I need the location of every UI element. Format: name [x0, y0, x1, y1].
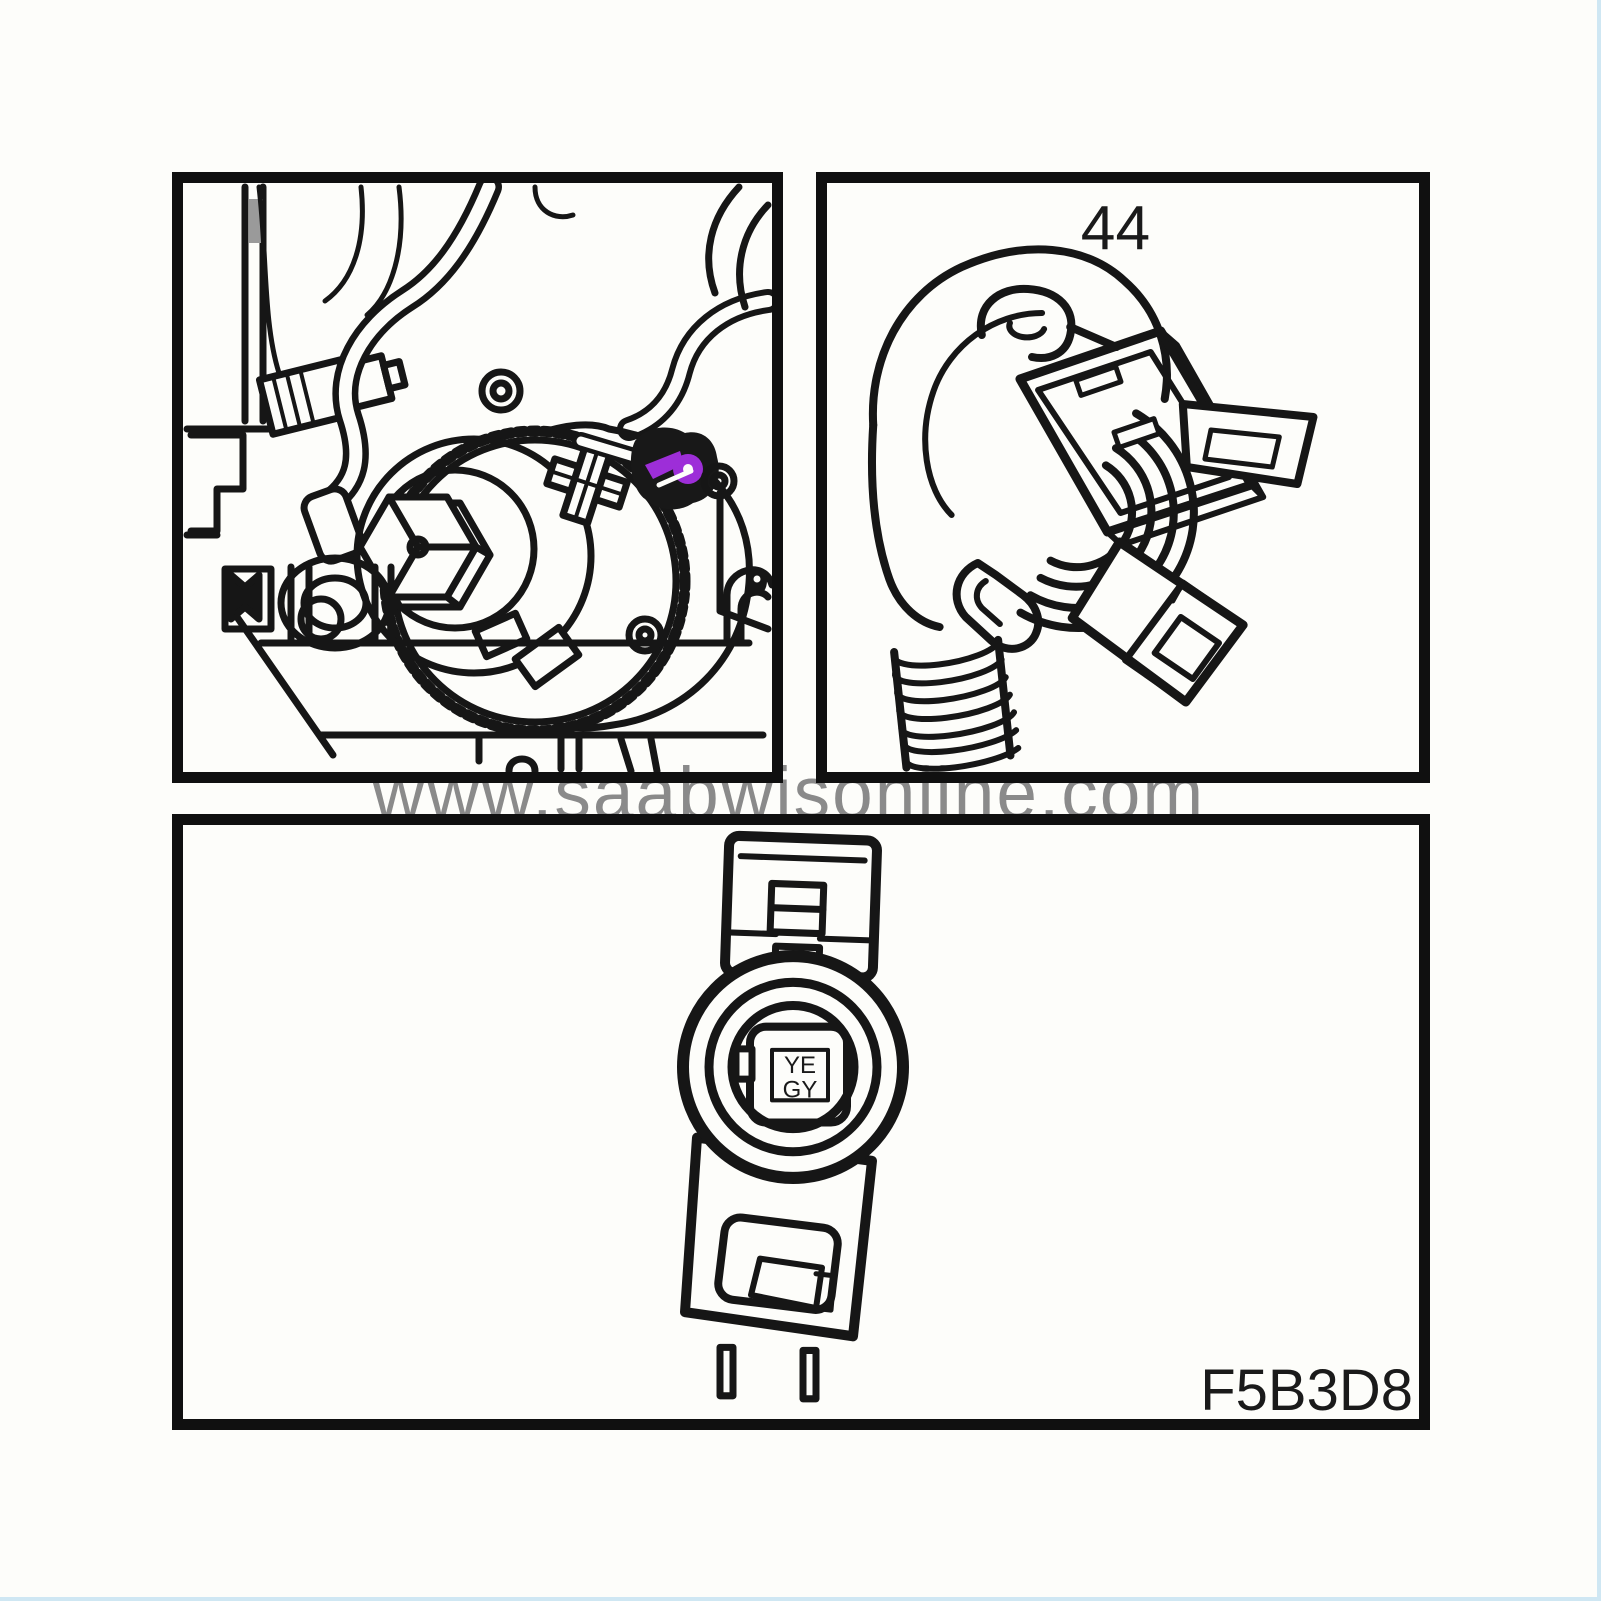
wire-color-line2: GY — [783, 1076, 818, 1103]
panel-connector-face-view: YE GY F5B3D8 — [172, 814, 1430, 1430]
large-hose — [300, 183, 502, 565]
hex-center-bolt — [356, 493, 494, 611]
callout-44: 44 — [1081, 194, 1150, 263]
wiring-harness — [256, 184, 576, 376]
engine-compartment-drawing — [183, 183, 772, 772]
connector-plug — [1067, 537, 1248, 707]
connector-44-drawing: 44 — [868, 194, 1318, 772]
baseline-ticks — [233, 613, 767, 772]
wire-color-line1: YE — [784, 1052, 816, 1079]
clamp-fitting — [543, 439, 631, 527]
highlighted-connector-location — [572, 427, 719, 510]
corrugated-hose — [890, 635, 1022, 772]
bolt-heads — [478, 368, 738, 655]
watermark: www.saabwisonline.com — [372, 753, 1206, 834]
panel-connector-detail-view: 44 — [816, 172, 1430, 783]
figure-code: F5B3D8 — [1200, 1358, 1413, 1419]
lower-hook-clip — [952, 559, 1043, 653]
connector-face-drawing: YE GY F5B3D8 — [677, 830, 1413, 1419]
panel-engine-location-view — [172, 172, 783, 783]
retaining-clip — [976, 284, 1121, 362]
scan-edge-bottom — [0, 1597, 1601, 1601]
scan-edge-right — [1597, 0, 1601, 1601]
right-hose — [617, 183, 772, 441]
valve-elbow-body — [868, 245, 1171, 631]
pump-pulley-assembly — [353, 421, 753, 737]
wire-color-marking-box — [770, 1047, 830, 1103]
bellows-rings — [1016, 409, 1198, 632]
latch-tongue — [1178, 400, 1318, 488]
